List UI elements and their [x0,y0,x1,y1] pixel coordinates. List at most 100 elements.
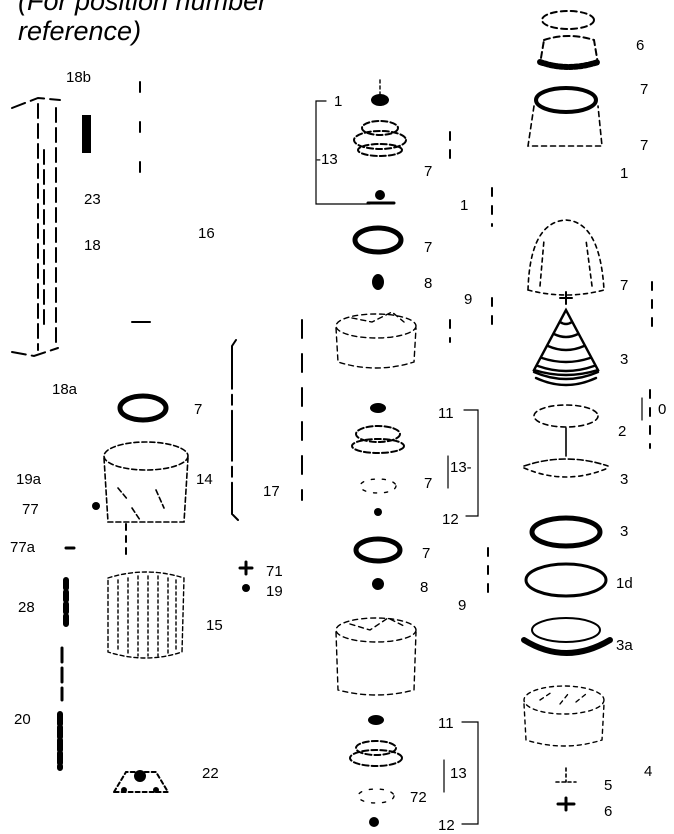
o-ring-right1-part [534,86,598,114]
callout-9-mid1: 9 [464,291,473,308]
spring-mid-part [359,478,397,494]
dome-right-part [527,219,605,296]
callout-3a-right: 3a [616,637,633,654]
callout-7-mid1: 7 [424,163,433,180]
bracket-top [315,100,371,205]
callout-3-right2: 3 [620,471,629,488]
callout-8-mid2: 8 [420,579,429,596]
cover-right-part [527,105,603,147]
callout-11-bottom: 11 [438,715,454,732]
callout-71: 71 [266,563,283,580]
callout-7-right2: 7 [640,137,649,154]
callout-7-ring-left: 7 [194,401,203,418]
bracket-mid [463,409,479,517]
callout-11-mid: 11 [438,405,454,422]
drain-plug-part [92,502,100,510]
bowl-part [103,441,189,523]
disc-stack-top-part [353,120,407,157]
callout-9-mid2: 9 [458,597,467,614]
o-ring-right3-part [529,515,603,549]
callout-1d-right: 1d [616,575,633,592]
callout-28: 28 [18,599,35,616]
callout-0-right: 0 [658,401,667,418]
callout-15: 15 [206,617,223,634]
pin-mid-part [374,508,382,516]
callout-2-right: 2 [618,423,627,440]
o-ring-mid1-part [352,225,404,255]
nut-right-part [556,796,576,812]
washer-part [242,584,250,592]
callout-7-mid3: 7 [424,475,433,492]
callout-1-top: 1 [334,93,343,110]
callout-20: 20 [14,711,31,728]
housing-base-right-part [523,685,605,747]
long-rod-part [231,339,239,521]
bolt-right-part [555,767,577,783]
cone-filter-part [532,307,600,387]
callout-23: 23 [84,191,101,208]
tie-rod-lower-part [57,646,64,771]
middle-guide-marks [449,131,493,595]
spring-bottom-part [357,788,395,804]
callout-6-top: 6 [636,37,645,54]
callout-1-mid: 1 [460,197,469,214]
callout-13-top: -13 [316,151,338,168]
callout-19a: 19a [16,471,42,488]
callout-22: 22 [202,765,219,782]
ball-mid2-part [372,578,384,590]
disc-stack-bottom-part [349,740,403,767]
pin-bottom-part [369,817,379,827]
plate-right2-part [523,404,609,478]
callout-19: 19 [266,583,283,600]
callout-13-mid: 13- [450,459,472,476]
gasket-right-part [524,562,608,598]
callout-14: 14 [196,471,213,488]
o-ring-left-part [117,393,169,423]
flange-right-part [521,617,613,656]
o-ring-mid2-part [353,536,403,564]
callout-7-right3: 7 [620,277,629,294]
housing-frame-part [11,96,61,358]
cap-top-rim [537,59,601,70]
callout-7-mid4: 7 [422,545,431,562]
callout-17: 17 [263,483,280,500]
callout-13-bottom: 13 [450,765,467,782]
callout-77a: 77a [10,539,36,556]
valve-body-mid2-part [335,617,417,696]
dome-tip-part [559,291,573,305]
nut-mid-part [370,403,386,413]
bracket-bottom [461,721,479,825]
callout-77: 77 [22,501,39,518]
cap-top-part [538,10,600,69]
nut-bottom-part [368,715,384,725]
diagram-heading: (For position number reference) [18,0,267,46]
callout-18a: 18a [52,381,78,398]
callout-7-mid2: 7 [424,239,433,256]
callout-5-right: 5 [604,777,613,794]
callout-6-bottom: 6 [604,803,613,820]
screw-part [238,560,254,576]
callout-7-right1: 7 [640,81,649,98]
callout-4-right: 4 [644,763,653,780]
callout-3-right3: 3 [620,523,629,540]
callout-18b: 18b [66,69,92,86]
callout-3-right1: 3 [620,351,629,368]
base-nut-part [112,770,170,793]
sight-glass-part [82,115,91,153]
ball-mid1-part [372,274,384,290]
callout-12-mid: 12 [442,511,459,528]
pin-top-part [375,190,385,200]
callout-12-bottom: 12 [438,817,455,834]
callout-1-right: 1 [620,165,629,182]
nut-top-part [371,94,389,106]
right-guide-marks [649,281,653,449]
disc-stack-mid-part [351,425,405,454]
callout-72-bottom: 72 [410,789,427,806]
heading-line-2: reference) [18,16,142,46]
callout-16: 16 [198,225,215,242]
heading-line-1: (For position number [18,0,268,16]
valve-body-mid1-part [335,311,417,369]
filter-element-part [107,571,185,659]
